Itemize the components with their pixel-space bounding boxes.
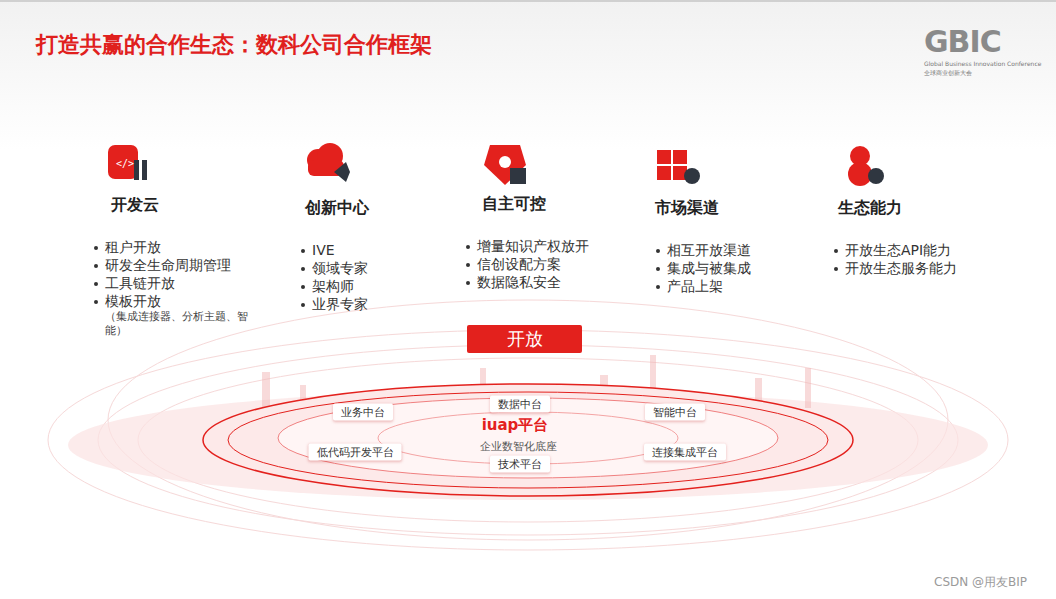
bullet-item: 工具链开放 bbox=[93, 274, 265, 292]
icon-innovation bbox=[307, 143, 350, 182]
bullet-item: 模板开放 bbox=[93, 292, 265, 310]
bullet-item: IVE bbox=[300, 241, 369, 259]
segment-label: 技术平台 bbox=[498, 457, 542, 472]
bullet-item: 开放生态服务能力 bbox=[833, 259, 957, 277]
column-group: 自主可控增量知识产权放开信创设配方案数据隐私安全 bbox=[465, 194, 589, 291]
svg-text:</>: </> bbox=[116, 158, 134, 169]
column-heading: 市场渠道 bbox=[655, 198, 751, 219]
bullet-item: 架构师 bbox=[300, 277, 369, 295]
platform-name: iuap平台 bbox=[482, 416, 549, 435]
column-group: 开发云租户开放研发全生命周期管理工具链开放模板开放（集成连接器、分析主题、智能） bbox=[93, 195, 265, 338]
column-heading: 创新中心 bbox=[305, 198, 369, 219]
segment-label: 业务中台 bbox=[341, 405, 385, 420]
bullet-item: 产品上架 bbox=[655, 277, 751, 295]
column-group: 市场渠道相互开放渠道集成与被集成产品上架 bbox=[655, 198, 751, 295]
slide-title: 打造共赢的合作生态：数科公司合作框架 bbox=[36, 30, 432, 60]
platform-segment: 数据中台 bbox=[490, 396, 550, 413]
icon-ecology bbox=[848, 146, 884, 186]
column-group: 创新中心 IVE领域专家架构师业界专家 bbox=[300, 198, 369, 313]
platform-segment: 业务中台 bbox=[333, 404, 393, 421]
platform-subtitle: 企业数智化底座 bbox=[480, 439, 557, 454]
bullet-item: 租户开放 bbox=[93, 238, 265, 256]
watermark: CSDN @用友BIP bbox=[934, 574, 1027, 591]
column-heading: 自主可控 bbox=[482, 194, 589, 215]
bullet-item: 研发全生命周期管理 bbox=[93, 256, 265, 274]
column-heading: 开发云 bbox=[111, 195, 265, 216]
platform-segment: 技术平台 bbox=[490, 456, 550, 473]
bullet-item: 相互开放渠道 bbox=[655, 241, 751, 259]
bullet-item: 开放生态API能力 bbox=[833, 241, 957, 259]
bullet-item: 领域专家 bbox=[300, 259, 369, 277]
button-text: 开放 bbox=[467, 327, 582, 351]
logo-text: GBIC bbox=[924, 24, 1001, 59]
bullet-item: （集成连接器、分析主题、智能） bbox=[93, 310, 265, 338]
column-heading: 生态能力 bbox=[838, 198, 957, 219]
bullet-item: 信创设配方案 bbox=[465, 255, 589, 273]
column-group: 生态能力开放生态API能力开放生态服务能力 bbox=[833, 198, 957, 277]
logo-subtitle: 全球商业创新大会 bbox=[924, 69, 972, 78]
bullet-item: 数据隐私安全 bbox=[465, 273, 589, 291]
bullet-item: 业界专家 bbox=[300, 295, 369, 313]
segment-label: 低代码开发平台 bbox=[317, 445, 394, 460]
segment-label: 智能中台 bbox=[653, 405, 697, 420]
platform-ring: iuap平台企业数智化底座 业务中台 数据中台智能中台低代码开发平台技术平台 连接集成… bbox=[200, 380, 856, 500]
segment-label: 数据中台 bbox=[498, 397, 542, 412]
platform-segment: 连接集成平台 bbox=[644, 444, 726, 461]
icon-dev-cloud: </> bbox=[108, 145, 147, 180]
bullet-item: 集成与被集成 bbox=[655, 259, 751, 277]
platform-segment: 智能中台 bbox=[645, 404, 705, 421]
open-button: 开放 bbox=[467, 325, 582, 353]
segment-label: 连接集成平台 bbox=[652, 445, 718, 460]
bullet-item: 增量知识产权放开 bbox=[465, 237, 589, 255]
logo-subtitle: Global Business Innovation Conference bbox=[924, 60, 1041, 67]
platform-segment: 低代码开发平台 bbox=[309, 444, 402, 461]
icon-control bbox=[484, 145, 526, 185]
icon-market bbox=[657, 150, 700, 184]
